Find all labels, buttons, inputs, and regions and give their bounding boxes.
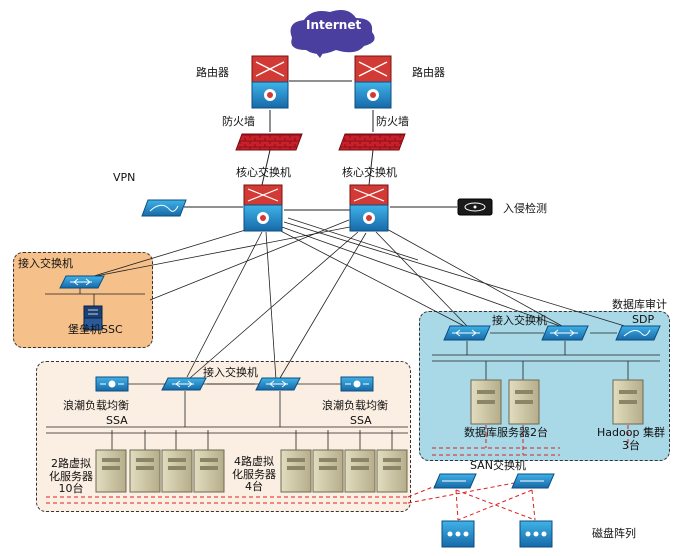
- db-audit-device-icon: [615, 325, 661, 341]
- ssa-left-label: SSA: [106, 414, 128, 427]
- access-zone-title: 接入交换机: [18, 257, 73, 270]
- vpn-device-icon: [141, 199, 187, 217]
- core-switch-right-icon: [349, 184, 389, 232]
- router-left-icon: [251, 55, 289, 109]
- core-switch-left-label: 核心交换机: [236, 166, 291, 179]
- upper-links: [184, 80, 457, 211]
- san-links: [46, 425, 629, 521]
- db-audit-label: 数据库审计: [612, 298, 667, 311]
- internet-cloud-icon: [290, 10, 375, 58]
- san-switch-left-icon: [433, 473, 477, 489]
- ssa-right-label: SSA: [350, 414, 372, 427]
- bastion-host-icon: [83, 305, 103, 331]
- server-zone-links: [46, 383, 408, 450]
- core-mesh-links: [93, 217, 629, 381]
- ids-label: 入侵检测: [503, 202, 547, 215]
- firewall-right-icon: [338, 133, 406, 151]
- firewall-left-icon: [235, 133, 303, 151]
- ids-device-icon: [457, 198, 493, 216]
- vpn-label: VPN: [113, 171, 136, 184]
- lb-left-label: 浪潮负载均衡: [63, 399, 129, 412]
- hadoop-label: Hadoop 集群 3台: [597, 426, 665, 452]
- virtual-server-group-2way-icon: [95, 449, 225, 493]
- router-right-label: 路由器: [412, 66, 445, 79]
- db-zone-links: [432, 332, 660, 380]
- disk-array-label: 磁盘阵列: [592, 527, 636, 540]
- load-balancer-left-icon: [95, 376, 129, 392]
- db-server-icon: [470, 379, 540, 425]
- router-right-icon: [354, 55, 392, 109]
- internet-label: Internet: [306, 18, 362, 32]
- lb-right-label: 浪潮负载均衡: [322, 399, 388, 412]
- db-access-switch-right-icon: [541, 325, 589, 341]
- access-switch-icon: [59, 275, 105, 289]
- firewall-left-label: 防火墙: [222, 115, 255, 128]
- virtual-server-group-4way-icon: [280, 449, 408, 493]
- server-group-2way-label: 2路虚拟 化服务器 10台: [49, 457, 93, 496]
- bastion-label: 堡垒机SSC: [68, 323, 123, 336]
- db-switch-label: 接入交换机: [492, 314, 547, 327]
- server-switch-label: 接入交换机: [203, 366, 258, 379]
- db-access-switch-left-icon: [443, 325, 491, 341]
- san-switch-right-icon: [511, 473, 555, 489]
- hadoop-server-icon: [612, 379, 644, 425]
- san-switch-label: SAN交换机: [470, 459, 526, 472]
- router-left-label: 路由器: [196, 66, 229, 79]
- access-zone: [13, 252, 153, 348]
- firewall-right-label: 防火墙: [376, 115, 409, 128]
- load-balancer-right-icon: [340, 376, 374, 392]
- server-access-switch-left-icon: [161, 377, 207, 391]
- server-group-4way-label: 4路虚拟 化服务器 4台: [232, 455, 276, 494]
- sdp-label: SDP: [632, 313, 655, 326]
- db-servers-label: 数据库服务器2台: [464, 426, 548, 439]
- core-switch-left-icon: [243, 184, 283, 232]
- disk-array-right-icon: [519, 520, 553, 548]
- server-access-switch-right-icon: [255, 377, 301, 391]
- disk-array-left-icon: [441, 520, 475, 548]
- core-switch-right-label: 核心交换机: [342, 166, 397, 179]
